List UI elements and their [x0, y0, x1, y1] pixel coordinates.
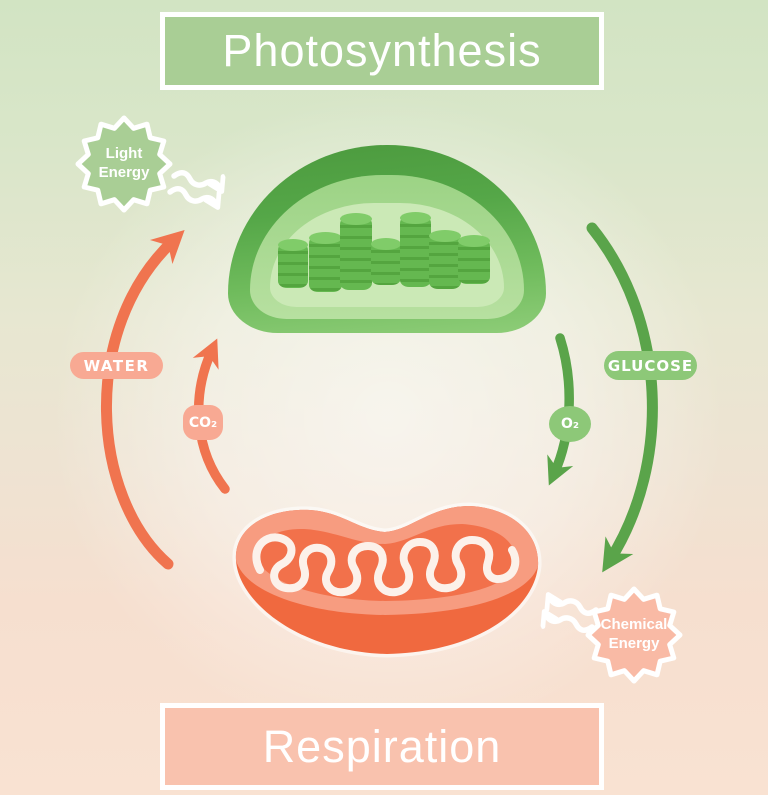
chemical-energy-badge: Chemical Energy	[574, 575, 694, 695]
light-energy-badge: Light Energy	[64, 104, 184, 224]
granum-stack	[458, 235, 490, 284]
granum-stack	[278, 239, 308, 288]
light-energy-starburst-shape	[75, 115, 173, 213]
chemical-energy-label: Chemical Energy	[600, 616, 668, 652]
glucose-label-pill: GLUCOSE	[604, 351, 697, 380]
starburst-icon	[75, 115, 173, 213]
respiration-title-box: Respiration	[160, 703, 604, 790]
photosynthesis-title-box: Photosynthesis	[160, 12, 604, 90]
respiration-title: Respiration	[262, 720, 502, 772]
granum-stack	[429, 230, 461, 289]
granum-stack	[371, 238, 401, 285]
granum-stack	[309, 232, 342, 292]
granum-stack	[400, 212, 431, 287]
mitochondrion-cristae	[252, 533, 520, 597]
mitochondrion-illustration	[232, 502, 542, 658]
water-label-pill: WATER	[70, 352, 163, 379]
o2-label-badge: O₂	[549, 406, 591, 442]
chloroplast-illustration	[228, 145, 546, 333]
co2-label-badge: CO₂	[183, 405, 223, 440]
light-energy-label: Light Energy	[98, 145, 150, 181]
granum-stack	[340, 213, 372, 290]
photosynthesis-title: Photosynthesis	[222, 25, 542, 76]
